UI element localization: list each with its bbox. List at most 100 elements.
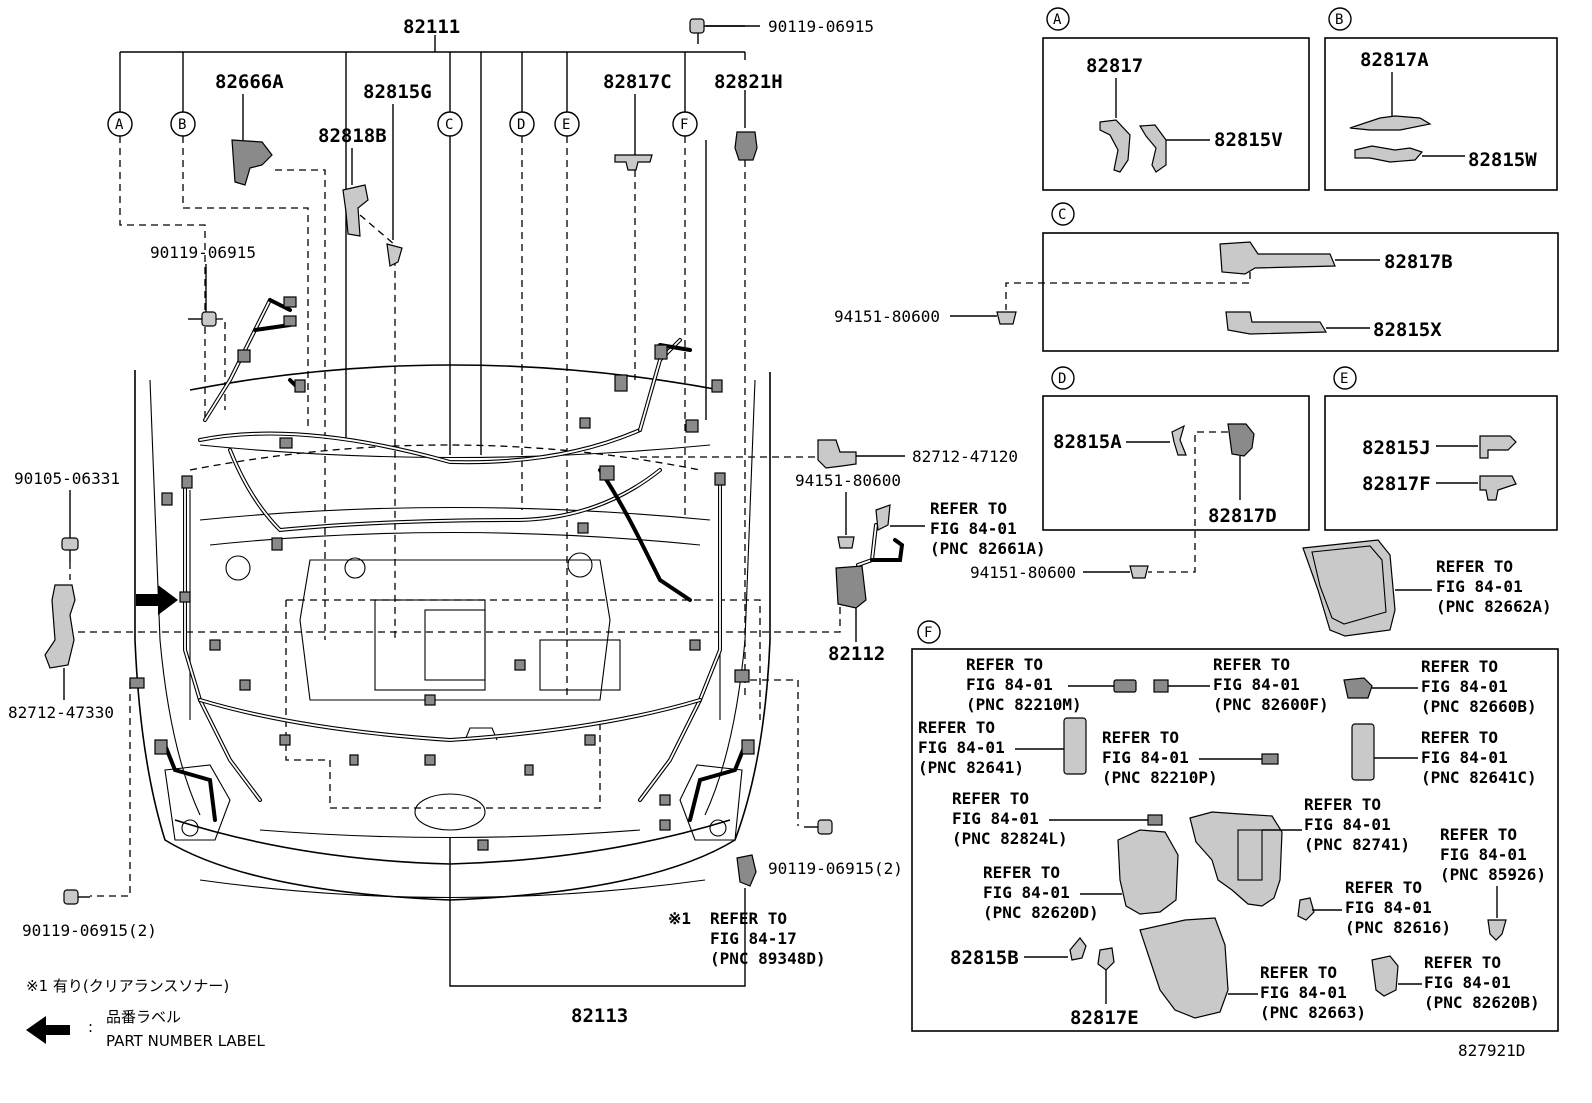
detail-panel-F: F REFER TO FIG 84-01 (PNC 82210M) REFER … bbox=[911, 620, 1559, 1032]
label-bolt-top: 90119-06915 bbox=[768, 17, 874, 36]
svg-text:FIG 84-01: FIG 84-01 bbox=[1304, 815, 1391, 834]
svg-text:REFER TO: REFER TO bbox=[1424, 953, 1501, 972]
svg-text:REFER TO: REFER TO bbox=[1421, 728, 1498, 747]
relay-block-82741 bbox=[1189, 811, 1283, 907]
bolt-icon bbox=[61, 537, 79, 562]
svg-text:FIG 84-01: FIG 84-01 bbox=[1421, 677, 1508, 696]
bolt-icon bbox=[804, 819, 833, 835]
svg-text:94151-80600: 94151-80600 bbox=[834, 307, 940, 326]
svg-text:FIG 84-01: FIG 84-01 bbox=[1260, 983, 1347, 1002]
bolt-icon bbox=[188, 311, 217, 327]
svg-text:A: A bbox=[1053, 12, 1062, 28]
cover-82662A-ref: REFER TO FIG 84-01 (PNC 82662A) bbox=[1302, 539, 1552, 637]
svg-text:A: A bbox=[115, 117, 124, 133]
clip-82817F bbox=[1479, 475, 1517, 501]
svg-text:82815B: 82815B bbox=[950, 947, 1019, 969]
cover-82817A bbox=[1349, 115, 1432, 131]
svg-text:(PNC 82660B): (PNC 82660B) bbox=[1421, 697, 1537, 716]
svg-text:C: C bbox=[1058, 207, 1066, 223]
svg-text:FIG 84-01: FIG 84-01 bbox=[1102, 748, 1189, 767]
bolt-icon bbox=[63, 889, 90, 905]
svg-text:REFER TO: REFER TO bbox=[1102, 728, 1179, 747]
buzzer-85926 bbox=[1487, 919, 1507, 941]
bracket-82712-47120 bbox=[817, 439, 857, 469]
fuse-block-82641 bbox=[1063, 717, 1087, 775]
svg-text:REFER TO: REFER TO bbox=[983, 863, 1060, 882]
svg-text:(PNC 82641C): (PNC 82641C) bbox=[1421, 768, 1537, 787]
svg-text:82817F: 82817F bbox=[1362, 473, 1431, 495]
label-82821H: 82821H bbox=[714, 71, 783, 93]
part-number-label-arrow-icon bbox=[26, 1016, 70, 1044]
svg-text:REFER TO: REFER TO bbox=[1260, 963, 1337, 982]
cover-82815W bbox=[1354, 145, 1424, 163]
svg-text:(PNC 82616): (PNC 82616) bbox=[1345, 918, 1451, 937]
dashed-callout-leaders bbox=[119, 136, 746, 700]
svg-text:82817D: 82817D bbox=[1208, 505, 1277, 527]
svg-text:REFER TO: REFER TO bbox=[1440, 825, 1517, 844]
svg-text:(PNC 82824L): (PNC 82824L) bbox=[952, 829, 1068, 848]
svg-text:FIG 84-01: FIG 84-01 bbox=[952, 809, 1039, 828]
label-bolt-left-lower: 90105-06331 bbox=[14, 469, 120, 488]
bracket-82666A bbox=[231, 139, 273, 186]
legend: ※1 有り(クリアランスソナー) : 品番ラベル PART NUMBER LAB… bbox=[26, 977, 265, 1050]
relay-82616 bbox=[1297, 897, 1315, 921]
svg-text:82817B: 82817B bbox=[1384, 251, 1453, 273]
svg-text:82817: 82817 bbox=[1086, 55, 1143, 77]
legend-note-1: ※1 有り(クリアランスソナー) bbox=[26, 977, 229, 995]
svg-text:(PNC 82662A): (PNC 82662A) bbox=[1436, 597, 1552, 616]
detail-panel-D: D 82815A 82817D 94151-80600 bbox=[970, 366, 1310, 582]
relay-block-82663 bbox=[1139, 917, 1229, 1019]
svg-text:F: F bbox=[924, 625, 932, 641]
fuse-block-82641C bbox=[1351, 723, 1375, 781]
relay-82620B bbox=[1371, 955, 1399, 997]
svg-text:82815X: 82815X bbox=[1373, 319, 1442, 341]
relay-82210M bbox=[1113, 679, 1137, 693]
svg-text:(PNC 82620B): (PNC 82620B) bbox=[1424, 993, 1540, 1012]
connector-82821H bbox=[734, 131, 758, 161]
svg-text:REFER TO: REFER TO bbox=[1436, 557, 1513, 576]
cover-82815V bbox=[1138, 124, 1167, 173]
svg-text:FIG 84-01: FIG 84-01 bbox=[1424, 973, 1511, 992]
svg-text:(PNC 82663): (PNC 82663) bbox=[1260, 1003, 1366, 1022]
relay-82824L bbox=[1147, 814, 1163, 826]
detail-panel-A: A 82817 82815V bbox=[1042, 7, 1310, 191]
label-82111: 82111 bbox=[403, 16, 460, 38]
clip-82817 bbox=[1099, 119, 1131, 173]
label-bolt-bottom-left: 90119-06915(2) bbox=[22, 921, 157, 940]
svg-text:FIG 84-17: FIG 84-17 bbox=[710, 929, 797, 948]
label-bolt-bottom-right: 90119-06915(2) bbox=[768, 859, 903, 878]
detail-panel-E: E 82815J 82817F bbox=[1324, 366, 1558, 531]
part-number-label-arrow-icon bbox=[136, 585, 178, 615]
label-82815G: 82815G bbox=[363, 81, 432, 103]
clip-94151-80600-C bbox=[996, 311, 1017, 325]
svg-text:D: D bbox=[517, 117, 525, 133]
engine-bay-outline bbox=[134, 364, 771, 901]
clip-82817E bbox=[1097, 947, 1115, 971]
svg-text:(PNC 82600F): (PNC 82600F) bbox=[1213, 695, 1329, 714]
svg-text:(PNC 82741): (PNC 82741) bbox=[1304, 835, 1410, 854]
svg-text:REFER TO: REFER TO bbox=[952, 789, 1029, 808]
sensor-89348D bbox=[736, 854, 757, 887]
svg-text:82815V: 82815V bbox=[1214, 129, 1283, 151]
svg-text:REFER TO: REFER TO bbox=[1304, 795, 1381, 814]
diagram-id: 827921D bbox=[1458, 1041, 1525, 1060]
bracket-82818B bbox=[342, 184, 369, 237]
svg-text:82817A: 82817A bbox=[1360, 49, 1429, 71]
svg-text:REFER TO: REFER TO bbox=[930, 499, 1007, 518]
svg-text:FIG 84-01: FIG 84-01 bbox=[983, 883, 1070, 902]
svg-text:(PNC 82620D): (PNC 82620D) bbox=[983, 903, 1099, 922]
label-82666A: 82666A bbox=[215, 71, 284, 93]
svg-text:94151-80600: 94151-80600 bbox=[970, 563, 1076, 582]
detail-panel-C: C 82817B 82815X 94151-80600 bbox=[834, 202, 1559, 352]
label-82113: 82113 bbox=[571, 1005, 628, 1027]
svg-text:FIG 84-01: FIG 84-01 bbox=[930, 519, 1017, 538]
svg-text:C: C bbox=[445, 117, 453, 133]
svg-text:REFER TO: REFER TO bbox=[966, 655, 1043, 674]
label-bracket-right: 82712-47120 bbox=[912, 447, 1018, 466]
callout-circles-top: A B C D E F bbox=[107, 111, 698, 137]
bracket-82712-47330 bbox=[44, 584, 76, 669]
svg-text:FIG 84-01: FIG 84-01 bbox=[1213, 675, 1300, 694]
clip-82817C bbox=[614, 154, 653, 171]
